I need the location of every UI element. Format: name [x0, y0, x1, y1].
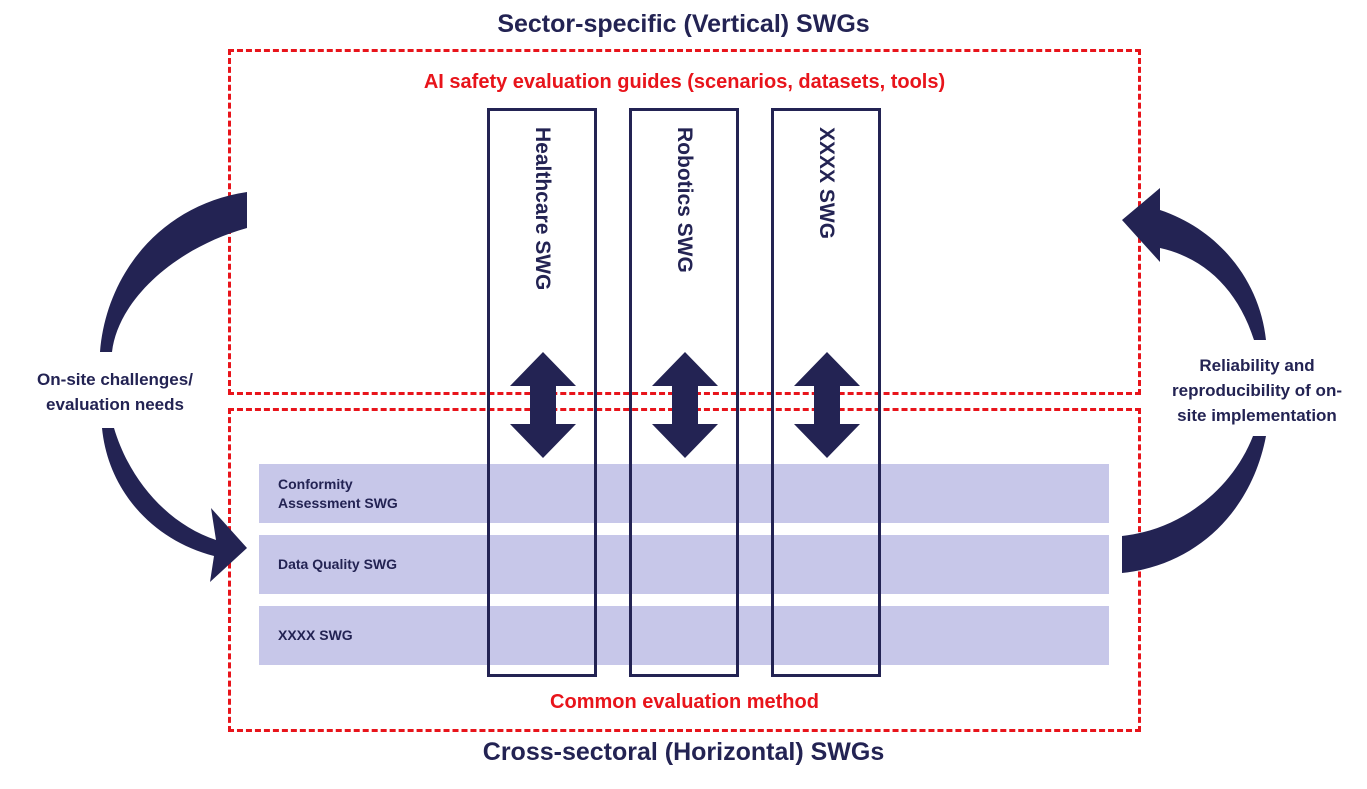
vertical-swg-label: Robotics SWG	[673, 127, 696, 273]
vertical-swg-xxxx: XXXX SWG	[771, 108, 881, 677]
vertical-swg-label: XXXX SWG	[815, 127, 838, 240]
common-method-label: Common evaluation method	[550, 691, 819, 713]
horizontal-swg-label: XXXX SWG	[278, 627, 353, 643]
horizontal-swg-label: Conformity Assessment SWG	[278, 475, 398, 511]
vertical-swg-healthcare: Healthcare SWG	[487, 108, 597, 677]
evaluation-guides-label: AI safety evaluation guides (scenarios, …	[423, 71, 946, 93]
horizontal-swg-data-quality: Data Quality SWG	[259, 535, 1109, 594]
double-arrow-icon	[652, 352, 718, 458]
left-side-label: On-site challenges/ evaluation needs	[37, 370, 193, 414]
vertical-swg-robotics: Robotics SWG	[629, 108, 739, 677]
right-side-label: Reliability and reproducibility of on- s…	[1172, 356, 1342, 425]
vertical-swgs-title: Sector-specific (Vertical) SWGs	[497, 10, 870, 38]
double-arrow-icon	[510, 352, 576, 458]
horizontal-swg-xxxx: XXXX SWG	[259, 606, 1109, 665]
double-arrow-icon	[794, 352, 860, 458]
horizontal-swgs-title: Cross-sectoral (Horizontal) SWGs	[482, 738, 885, 766]
horizontal-swg-label: Data Quality SWG	[278, 556, 398, 572]
vertical-swg-label: Healthcare SWG	[531, 127, 554, 291]
horizontal-swg-conformity: Conformity Assessment SWG	[259, 464, 1109, 523]
